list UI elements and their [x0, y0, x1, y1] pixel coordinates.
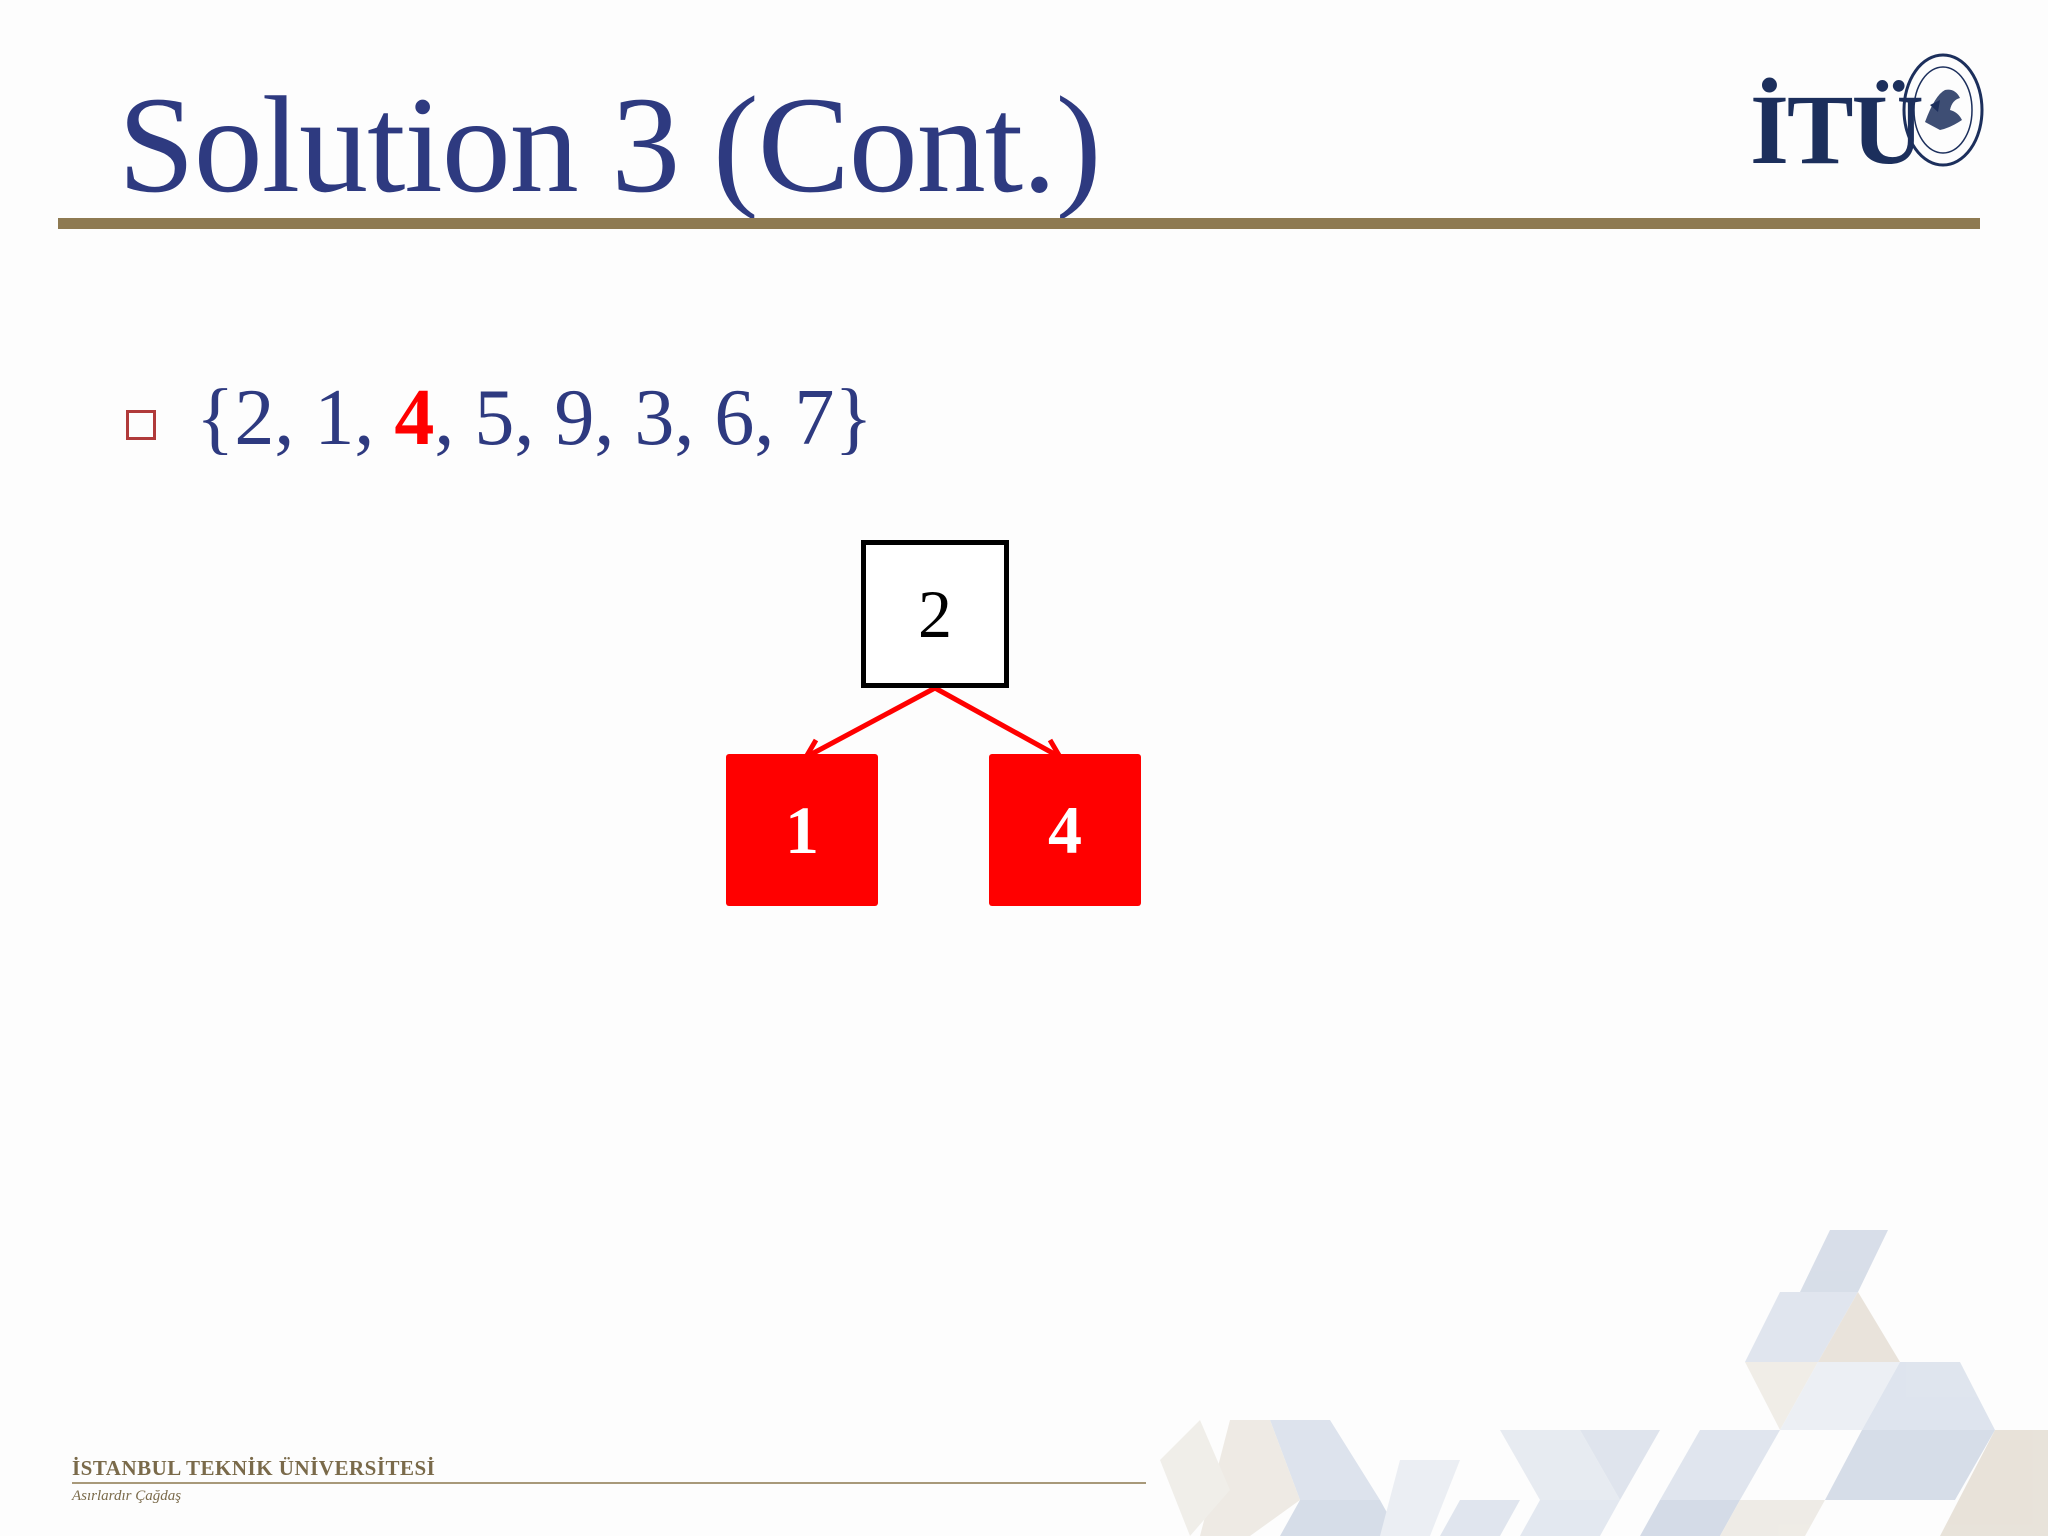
itu-logo: İTÜ: [1750, 50, 1985, 190]
university-seal-icon: [1902, 53, 1984, 167]
edge-root-right: [933, 685, 1060, 759]
footer-institution: İSTANBUL TEKNİK ÜNİVERSİTESİ: [72, 1456, 436, 1480]
footer-divider: [72, 1482, 1146, 1484]
bullet-text: {2, 1, 4, 5, 9, 3, 6, 7}: [196, 370, 873, 466]
brace-open: {: [196, 374, 235, 462]
edge-root-left: [806, 685, 937, 759]
slide-title: Solution 3 (Cont.): [118, 68, 1102, 221]
bullet-sequence-before: 2, 1,: [234, 374, 395, 462]
title-divider: [58, 218, 1980, 229]
footer-tagline: Asırlardır Çağdaş: [72, 1488, 182, 1504]
highlighted-value: 4: [394, 374, 435, 462]
brace-close: }: [834, 374, 873, 462]
bullet-sequence-after: , 5, 9, 3, 6, 7: [434, 374, 835, 462]
logo-wordmark: İTÜ: [1750, 74, 1924, 185]
tree-root-node: 2: [861, 540, 1009, 688]
square-bullet-icon: [126, 410, 156, 440]
tree-left-child-node: 1: [726, 754, 878, 906]
tree-right-child-node: 4: [989, 754, 1141, 906]
